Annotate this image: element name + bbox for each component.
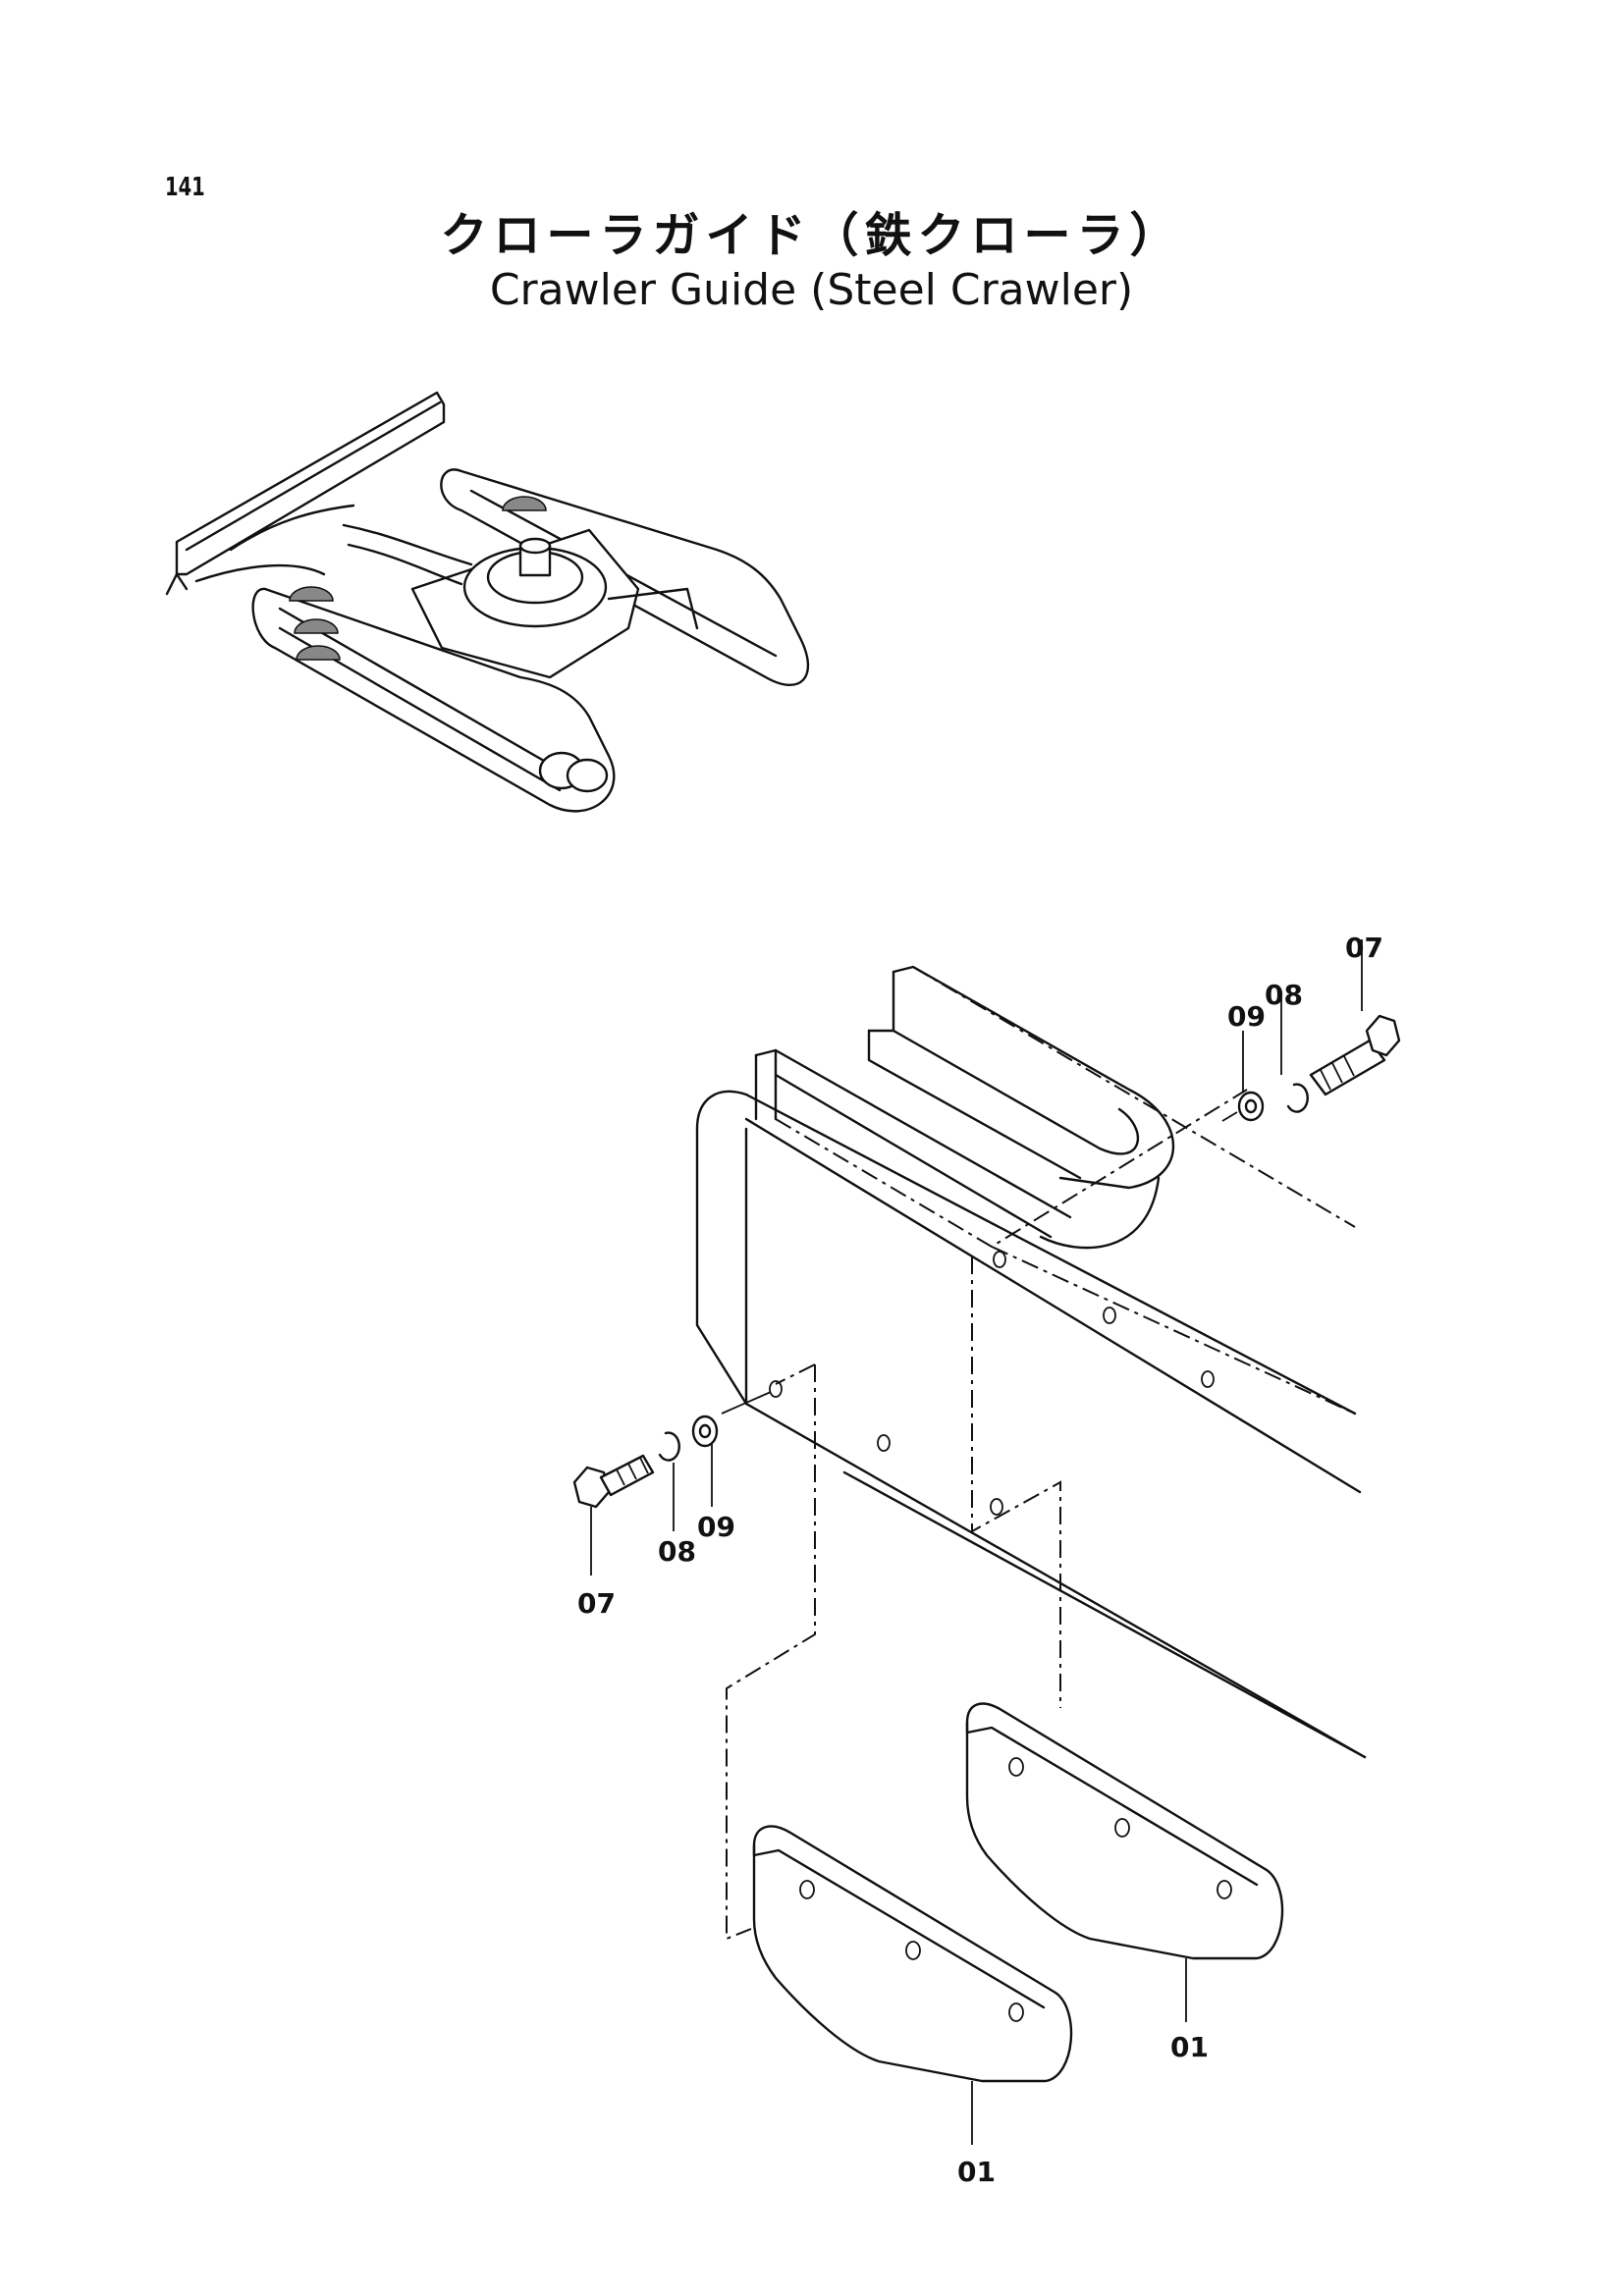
bolt-left xyxy=(572,1454,655,1509)
flat-washer-left xyxy=(691,1415,719,1448)
lock-washer-left xyxy=(658,1431,680,1462)
callout-washer-left: 09 xyxy=(697,1511,735,1543)
bolt-right xyxy=(1309,1014,1401,1096)
guide-plate-right: 01 xyxy=(965,1702,1284,2063)
page-title-japanese: クローラガイド（鉄クローラ） xyxy=(440,208,1183,263)
callout-guide-plate-left: 01 xyxy=(957,2156,996,2188)
track-frame-exploded-view xyxy=(695,965,1367,1941)
fastener-set-right: 07 08 09 xyxy=(1227,932,1401,1122)
undercarriage-overview-illustration xyxy=(165,391,810,813)
fastener-set-left: 07 08 09 xyxy=(572,1415,735,1620)
page-number: 141 xyxy=(165,173,205,202)
flat-washer-right xyxy=(1237,1091,1265,1122)
callout-bolt-left: 07 xyxy=(577,1587,616,1620)
lock-washer-right xyxy=(1286,1083,1309,1113)
guide-plate-left: 01 xyxy=(752,1825,1073,2188)
callout-lock-washer-right: 08 xyxy=(1265,979,1303,1011)
callout-washer-right: 09 xyxy=(1227,1000,1266,1033)
callout-bolt-right: 07 xyxy=(1345,932,1383,964)
page-title-english: Crawler Guide (Steel Crawler) xyxy=(489,265,1134,315)
callout-guide-plate-right: 01 xyxy=(1170,2031,1209,2063)
callout-lock-washer-left: 08 xyxy=(658,1535,696,1568)
